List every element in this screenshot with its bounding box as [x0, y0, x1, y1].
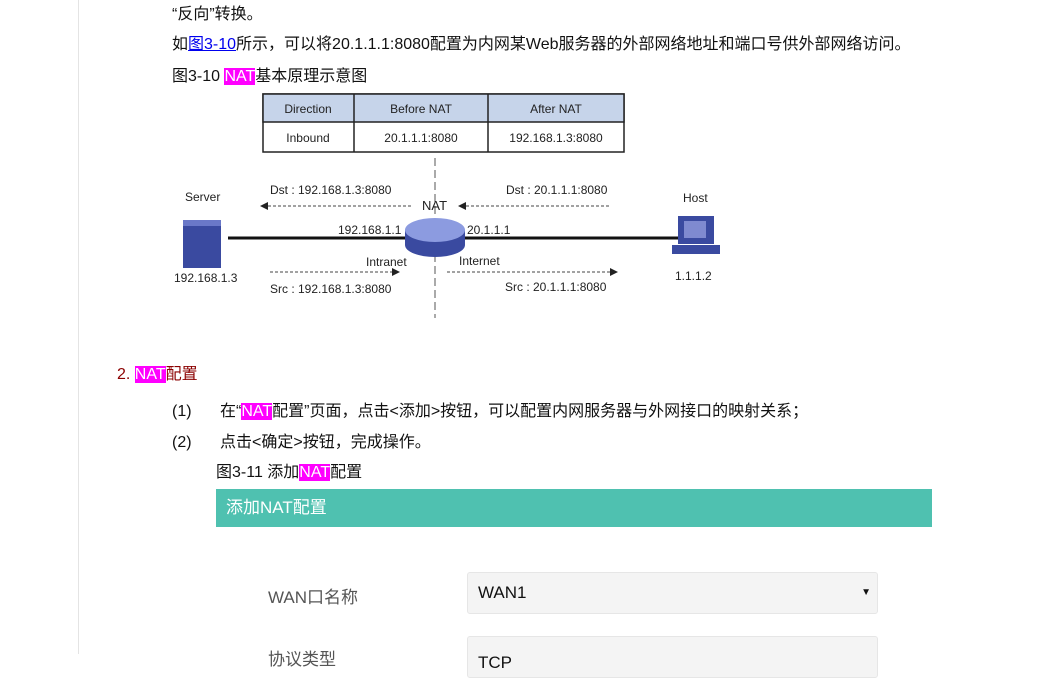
figure-caption: 图3-11 添加NAT配置: [216, 464, 363, 481]
page-left-border: [78, 0, 79, 654]
protocol-label: 协议类型: [268, 650, 336, 669]
protocol-select[interactable]: TCP: [467, 636, 878, 678]
figure-caption: 图3-10 NAT基本原理示意图: [172, 68, 368, 85]
nat-table: Direction Before NAT After NAT Inbound 2…: [262, 93, 625, 153]
table-cell: Inbound: [286, 131, 329, 145]
wan-value: WAN1: [478, 583, 527, 602]
step-2: (2)点击<确定>按钮，完成操作。: [172, 434, 431, 451]
server-label: Server: [185, 190, 220, 204]
table-header: Direction: [284, 102, 331, 116]
table-cell: 192.168.1.3:8080: [509, 131, 603, 145]
wan-select[interactable]: WAN1 ▼: [467, 572, 878, 614]
internet-label: Internet: [459, 254, 500, 268]
src-left: Src : 192.168.1.3:8080: [270, 282, 392, 296]
server-icon: [183, 220, 221, 268]
step-1: (1)在“NAT配置”页面，点击<添加>按钮，可以配置内网服务器与外网接口的映射…: [172, 403, 809, 420]
nat-label: NAT: [422, 198, 447, 213]
interface-left: 192.168.1.1: [338, 223, 402, 237]
chevron-down-icon: ▼: [861, 587, 871, 598]
paragraph-line: “反向”转换。: [172, 6, 263, 23]
nat-diagram: Direction Before NAT After NAT Inbound 2…: [174, 93, 720, 318]
protocol-value: TCP: [478, 653, 512, 672]
router-icon: [405, 218, 465, 257]
table-header: Before NAT: [390, 102, 452, 116]
text: 如: [172, 36, 189, 53]
dst-right: Dst : 20.1.1.1:8080: [506, 183, 608, 197]
text: 所示，可以将20.1.1.1:8080配置为内网某Web服务器的外部网络地址和端…: [236, 36, 911, 53]
form-title-bar: 添加NAT配置: [216, 489, 932, 527]
section-heading: 2. NAT配置: [117, 366, 198, 383]
table-cell: 20.1.1.1:8080: [384, 131, 458, 145]
host-icon: [672, 216, 720, 254]
host-label: Host: [683, 191, 708, 205]
server-ip: 192.168.1.3: [174, 271, 238, 285]
dst-left: Dst : 192.168.1.3:8080: [270, 183, 392, 197]
src-right: Src : 20.1.1.1:8080: [505, 280, 607, 294]
intranet-label: Intranet: [366, 255, 407, 269]
host-ip: 1.1.1.2: [675, 269, 712, 283]
paragraph-line: 如图3-10所示，可以将20.1.1.1:8080配置为内网某Web服务器的外部…: [172, 30, 911, 54]
wan-label: WAN口名称: [268, 588, 359, 607]
table-header: After NAT: [530, 102, 582, 116]
interface-right: 20.1.1.1: [467, 223, 511, 237]
figure-link[interactable]: 图3-10: [188, 36, 237, 53]
